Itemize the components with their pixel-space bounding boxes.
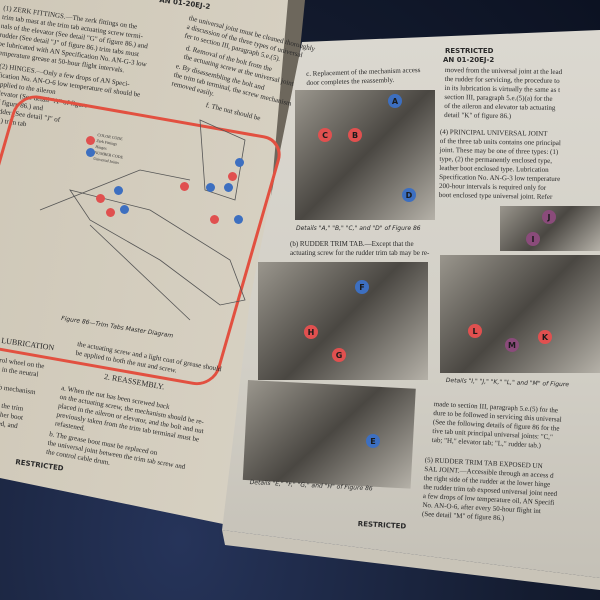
photo-details-klm [440,255,600,373]
marker-l: L [468,324,482,338]
legend-red-dot [86,136,95,145]
caption-abcd: Details "A," "B," "C," and "D" of Figure… [296,225,421,232]
diagram-marker [224,183,233,192]
marker-i: I [526,232,540,246]
marker-h: H [304,325,318,339]
aircraft-diagram [39,119,246,321]
right-header: RESTRICTED [445,47,494,55]
photo-detail-e [242,380,416,489]
marker-c: C [318,128,332,142]
marker-b: B [348,128,362,142]
diagram-marker [180,182,189,191]
photo-details-fgh [258,262,428,380]
marker-a: A [388,94,402,108]
marker-k: K [538,330,552,344]
rudder-trim-paragraph: (b) RUDDER TRIM TAB.—Except that the act… [290,240,430,257]
principal-joint-paragraph: (4) PRINCIPAL UNIVERSAL JOINT of the thr… [438,128,561,201]
diagram-marker [96,194,105,203]
exposed-joint-paragraph: (5) RUDDER TRIM TAB EXPOSED UN SAL JOINT… [421,456,558,523]
right-col2-bottom: made to section III, paragraph 5.e.(5) f… [431,400,562,450]
right-doc-number: AN 01-20EJ-2 [443,56,495,64]
marker-d: D [402,188,416,202]
photo-details-abcd [295,90,435,220]
diagram-marker [234,215,243,224]
right-col2-top: moved from the universal joint at the le… [444,66,563,121]
marker-j: J [542,210,556,224]
marker-e: E [366,434,380,448]
diagram-marker [120,205,129,214]
marker-f: F [355,280,369,294]
diagram-marker [228,172,237,181]
marker-g: G [332,348,346,362]
diagram-marker [210,215,219,224]
diagram-marker [235,158,244,167]
diagram-marker [114,186,123,195]
marker-m: M [505,338,519,352]
diagram-marker [106,208,115,217]
diagram-marker [206,183,215,192]
legend-blue-dot [86,148,95,157]
